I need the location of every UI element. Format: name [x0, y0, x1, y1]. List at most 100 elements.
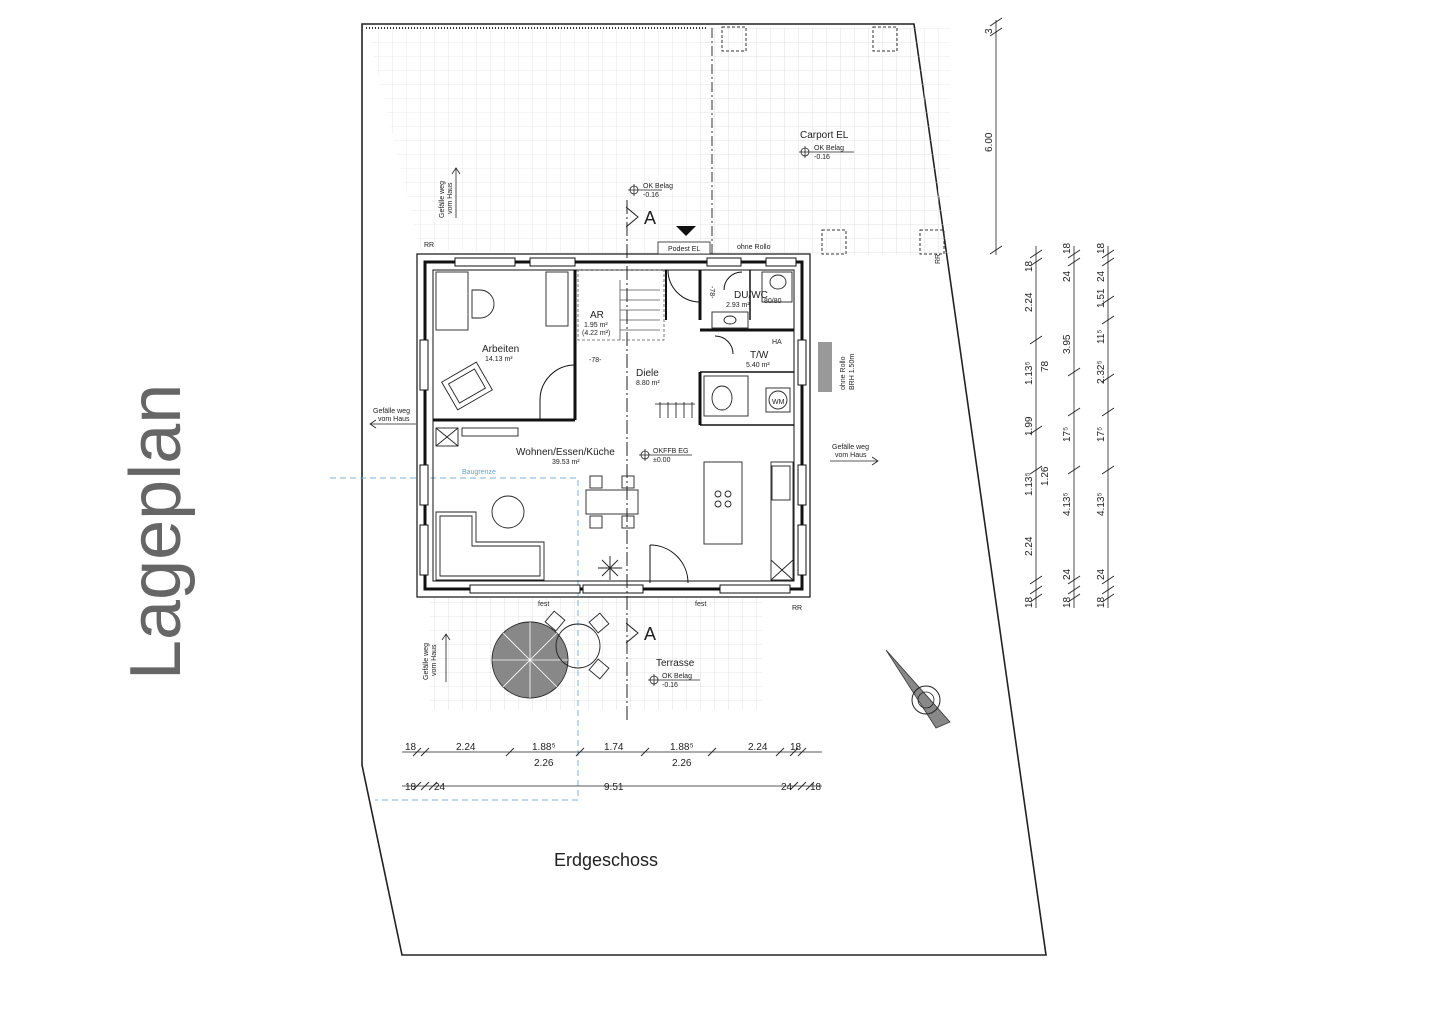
svg-text:9.51: 9.51 — [604, 782, 624, 793]
dim-tick — [797, 781, 807, 791]
slope-label-3a: Gefälle weg — [832, 444, 869, 451]
dimension-lines-bottom — [402, 751, 822, 787]
slope-label-1a: Gefälle weg — [439, 181, 446, 218]
dim-tick — [989, 27, 1003, 37]
stair-78-label: -78- — [589, 357, 602, 364]
svg-text:18: 18 — [1096, 596, 1107, 608]
svg-text:11⁵: 11⁵ — [1096, 329, 1107, 344]
svg-text:18: 18 — [405, 782, 417, 793]
svg-text:3: 3 — [984, 28, 995, 34]
entrance-marker — [676, 226, 696, 236]
room-carport-name: Carport EL — [800, 130, 849, 141]
room-ar-name: AR — [590, 310, 604, 321]
living-furniture — [435, 427, 794, 581]
dim-tick — [1029, 335, 1043, 345]
svg-text:17⁵: 17⁵ — [1096, 427, 1107, 442]
floor-label: Erdgeschoss — [554, 850, 658, 870]
page-title: Lageplan — [116, 384, 196, 680]
dim-tick — [989, 17, 1003, 27]
dim-tick — [1067, 575, 1081, 585]
slope-label-2a: Gefälle weg — [373, 408, 410, 415]
svg-text:18: 18 — [790, 742, 802, 753]
wm-label: WM — [772, 399, 785, 406]
svg-text:1.26: 1.26 — [1040, 466, 1051, 486]
svg-text:18: 18 — [1062, 242, 1073, 254]
room-tw-name: T/W — [750, 350, 769, 361]
svg-text:24: 24 — [1096, 568, 1107, 580]
svg-text:18: 18 — [1024, 596, 1035, 608]
slope-arrows — [369, 167, 879, 682]
dim-tick — [1101, 373, 1115, 383]
dim-tick — [1029, 425, 1043, 435]
svg-text:4.13⁵: 4.13⁵ — [1062, 492, 1073, 516]
dim-tick — [1101, 249, 1115, 259]
slope-label-1b: vom Haus — [447, 182, 454, 214]
level-markers — [628, 146, 854, 686]
section-label-bottom: A — [644, 624, 656, 644]
dim-tick — [428, 781, 438, 791]
dim-tick — [1101, 575, 1115, 585]
svg-text:6.00: 6.00 — [984, 132, 995, 152]
room-wohnen-name: Wohnen/Essen/Küche — [516, 447, 615, 458]
baugrenze-label: Baugrenze — [462, 469, 496, 476]
svg-text:18: 18 — [1096, 242, 1107, 254]
ok-belag-value-1: -0.16 — [643, 192, 659, 199]
rr-label-3: RR — [935, 254, 942, 264]
svg-text:2.24: 2.24 — [748, 742, 768, 753]
terrace-paving — [430, 598, 762, 710]
svg-text:1.74: 1.74 — [604, 742, 624, 753]
dimension-ticks — [412, 17, 1115, 791]
dim-bottom-row2-texts: 18 24 9.51 24 18 — [405, 782, 822, 793]
dim-tick — [1101, 257, 1115, 267]
svg-text:1.88⁵: 1.88⁵ — [532, 742, 556, 753]
baugrenze-line — [330, 477, 579, 801]
room-diele-area: 8.80 m² — [636, 380, 660, 387]
dim-tick — [420, 747, 430, 757]
section-label-top: A — [644, 208, 656, 228]
dim-tick — [412, 781, 422, 791]
dim-tick — [805, 781, 815, 791]
dim-right-col3-texts: 18 24 1.51 11⁵ 2.32⁵ 17⁵ 4.13⁵ 24 18 — [1096, 242, 1107, 608]
svg-text:24: 24 — [434, 782, 446, 793]
room-wohnen-area: 39.53 m² — [552, 459, 580, 466]
ok-belag-label-3: OK Belag — [662, 673, 692, 680]
dim-carport-texts: 3 6.00 — [984, 28, 995, 152]
section-line-a — [625, 200, 639, 720]
svg-text:18: 18 — [1062, 596, 1073, 608]
dim-tick — [1029, 585, 1043, 595]
svg-text:4.13⁵: 4.13⁵ — [1096, 492, 1107, 516]
dim-tick — [575, 747, 585, 757]
slope-label-4b: vom Haus — [431, 644, 438, 676]
svg-text:17⁵: 17⁵ — [1062, 427, 1073, 442]
dim-tick — [1101, 295, 1115, 305]
carport-posts — [721, 26, 945, 255]
dim-tick — [775, 747, 785, 757]
dim-tick — [1067, 257, 1081, 267]
svg-text:2.32⁵: 2.32⁵ — [1096, 360, 1107, 384]
dim-tick — [640, 747, 650, 757]
ok-belag-label-2: OK Belag — [814, 145, 844, 152]
brh-label: BRH 1.50m — [849, 354, 856, 390]
dim-tick — [1101, 585, 1115, 595]
door-78-label: -78- — [708, 286, 715, 299]
dim-tick — [1101, 593, 1115, 603]
svg-text:2.24: 2.24 — [456, 742, 476, 753]
slope-label-4a: Gefälle weg — [423, 643, 430, 680]
dim-tick — [1101, 465, 1115, 475]
dim-tick — [1029, 593, 1043, 603]
room-tw-area: 5.40 m² — [746, 362, 770, 369]
door-swings — [539, 269, 743, 584]
ha-label: HA — [772, 339, 782, 346]
svg-text:18: 18 — [810, 782, 822, 793]
svg-text:1.51: 1.51 — [1096, 288, 1107, 308]
dimension-lines-right — [995, 20, 1109, 608]
ohne-rollo-label: ohne Rollo — [737, 244, 771, 251]
room-ar-area2: (4.22 m²) — [582, 330, 610, 337]
dim-tick — [789, 747, 799, 757]
dim-tick — [420, 781, 430, 791]
dim-tick — [789, 781, 799, 791]
svg-text:3.95: 3.95 — [1062, 334, 1073, 354]
dim-tick — [989, 245, 1003, 255]
ok-belag-label-1: OK Belag — [643, 183, 673, 190]
podest-box — [657, 241, 711, 255]
